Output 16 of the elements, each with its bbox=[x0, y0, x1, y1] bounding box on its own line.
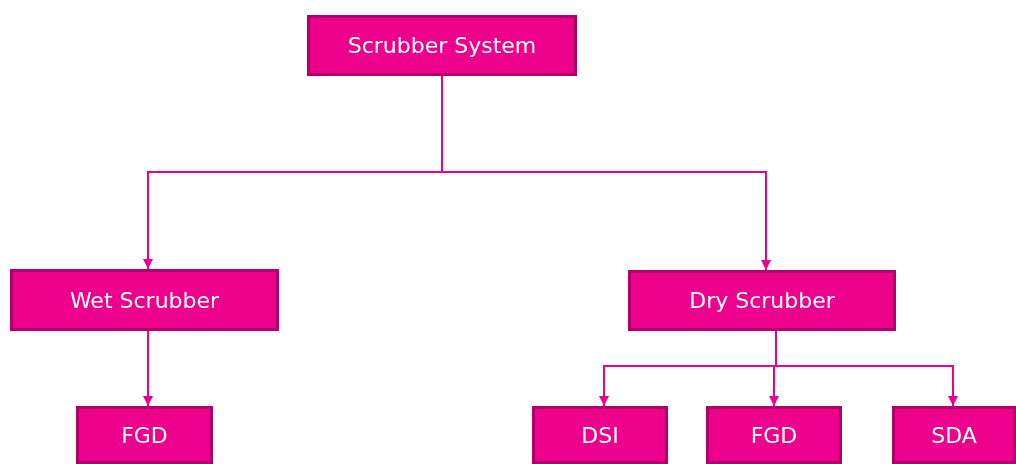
process-box bbox=[10, 269, 279, 331]
box-label: FGD bbox=[750, 422, 798, 448]
box-label: Scrubber System bbox=[347, 33, 537, 58]
box-label: Dry Scrubber bbox=[689, 288, 835, 313]
box-label: DSI bbox=[581, 422, 619, 448]
process-box bbox=[307, 15, 577, 76]
box-label: FGD bbox=[121, 422, 168, 448]
box-label: Wet Scrubber bbox=[69, 287, 220, 313]
arrow bbox=[775, 330, 958, 407]
process-box bbox=[706, 406, 842, 464]
box-label: SDA bbox=[931, 422, 977, 448]
arrow bbox=[143, 330, 153, 407]
process-box bbox=[76, 406, 213, 464]
process-box bbox=[892, 406, 1016, 464]
process-box bbox=[628, 270, 896, 331]
process-box bbox=[532, 406, 668, 464]
